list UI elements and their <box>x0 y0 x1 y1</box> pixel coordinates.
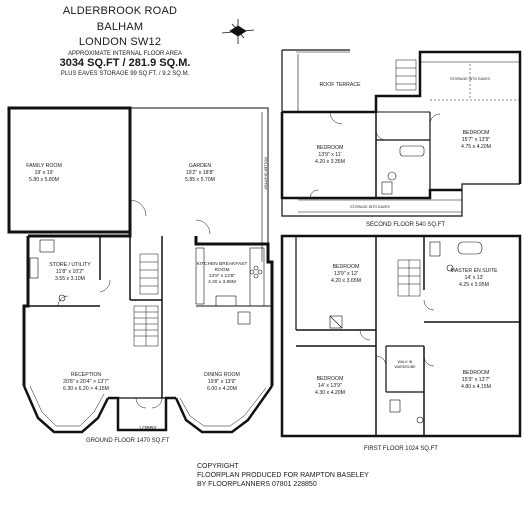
second-floor-plan <box>280 49 522 217</box>
room-family-imperial: 19' x 19' <box>34 170 54 176</box>
address-city: LONDON SW12 <box>78 36 162 48</box>
room-kitchen-metric: 4.20 x 3.85M <box>208 280 236 285</box>
room-first-bed-br-metric: 4.80 x 4.15M <box>461 384 491 390</box>
room-garden-name: GARDEN <box>188 163 212 169</box>
room-second-bed-left-name: BEDROOM <box>316 145 344 151</box>
room-second-bed-left-imperial: 13'9" x 11' <box>318 152 342 158</box>
room-store: STORE / UTILITY 11'8" x 10'2" 3.55 x 3.1… <box>49 262 90 283</box>
room-first-bed-top-metric: 4.20 x 3.65M <box>331 278 361 284</box>
room-family-name: FAMILY ROOM <box>26 163 62 169</box>
room-store-imperial: 11'8" x 10'2" <box>55 269 85 275</box>
room-reception-metric: 6.30 x 6.20 > 4.15M <box>63 386 109 392</box>
room-first-bed-bl-imperial: 14' x 13'9" <box>318 383 342 389</box>
room-first-bed-br: BEDROOM 15'9" x 13'7" 4.80 x 4.15M <box>461 370 491 391</box>
room-first-bed-top-imperial: 13'9" x 12' <box>334 271 358 277</box>
address-area: BALHAM <box>96 21 144 33</box>
storage-eaves-bottom: STORAGE INTO EAVES <box>350 205 390 209</box>
room-reception: RECEPTION 20'8" x 20'4" > 13'7" 6.30 x 6… <box>63 372 109 393</box>
second-floor-caption: SECOND FLOOR 540 SQ.FT <box>366 222 446 228</box>
north-arrow-icon <box>221 19 255 44</box>
room-first-wardrobe: WALK IN WARDROBE <box>394 360 416 369</box>
room-first-bed-bl-name: BEDROOM <box>316 376 344 382</box>
room-dining: DINING ROOM 19'8" x 13'9" 6.00 x 4.20M <box>204 372 240 393</box>
room-first-master: MASTER EN SUITE 14' x 13' 4.25 x 3.95M <box>451 268 498 289</box>
room-dining-imperial: 19'8" x 13'9" <box>207 379 237 385</box>
room-second-bed-right-metric: 4.75 x 4.20M <box>461 144 491 150</box>
storage-eaves-top: STORAGE INTO EAVES <box>450 77 490 81</box>
room-family: FAMILY ROOM 19' x 19' 5.80 x 5.80M <box>26 163 62 184</box>
room-garden: GARDEN 19'2" x 18'8" 5.85 x 5.70M <box>185 163 215 184</box>
copyright-block: COPYRIGHT FLOORPLAN PRODUCED FOR RAMPTON… <box>197 462 369 489</box>
room-kitchen-imperial: 13'9" x 12'8" <box>208 274 236 279</box>
address-street: ALDERBROOK ROAD <box>62 5 178 17</box>
room-first-master-imperial: 14' x 13' <box>464 275 484 281</box>
room-family-metric: 5.80 x 5.80M <box>29 177 59 183</box>
first-floor-caption: FIRST FLOOR 1024 SQ.FT <box>364 446 438 452</box>
ground-floor-caption: GROUND FLOOR 1470 SQ.FT <box>86 438 170 444</box>
room-store-name: STORE / UTILITY <box>49 262 91 268</box>
room-kitchen-name: KITCHEN BREAKFAST ROOM <box>196 262 248 273</box>
copyright-line2: FLOORPLAN PRODUCED FOR RAMPTON BASELEY <box>197 472 369 479</box>
room-first-bed-br-imperial: 15'9" x 13'7" <box>461 377 491 383</box>
room-first-bed-top: BEDROOM 13'9" x 12' 4.20 x 3.65M <box>331 264 361 285</box>
room-garden-imperial: 19'2" x 18'8" <box>185 170 215 176</box>
eaves-note: PLUS EAVES STORAGE 99 SQ.FT. / 9.2 SQ.M. <box>60 71 190 77</box>
total-area: 3034 SQ.FT / 281.9 SQ.M. <box>59 57 191 69</box>
first-floor-plan <box>280 234 522 438</box>
room-dining-name: DINING ROOM <box>204 372 240 378</box>
room-garden-metric: 5.85 x 5.70M <box>185 177 215 183</box>
approx-area-label: APPROXIMATE INTERNAL FLOOR AREA <box>67 51 183 57</box>
room-first-master-name: MASTER EN SUITE <box>450 268 498 274</box>
room-second-bed-left-metric: 4.20 x 3.35M <box>315 159 345 165</box>
room-first-bed-bl-metric: 4.30 x 4.20M <box>315 390 345 396</box>
roller-shutter-label: ROLLER SHUTTER <box>263 157 268 190</box>
room-second-bed-right: BEDROOM 15'7" x 13'9" 4.75 x 4.20M <box>461 130 491 151</box>
room-kitchen: KITCHEN BREAKFAST ROOM 13'9" x 12'8" 4.2… <box>194 262 250 286</box>
room-dining-metric: 6.00 x 4.20M <box>207 386 237 392</box>
room-second-bed-left: BEDROOM 13'9" x 11' 4.20 x 3.35M <box>315 145 345 166</box>
room-first-bed-bl: BEDROOM 14' x 13'9" 4.30 x 4.20M <box>315 376 345 397</box>
copyright-line1: COPYRIGHT <box>197 463 239 470</box>
room-reception-imperial: 20'8" x 20'4" > 13'7" <box>63 379 109 385</box>
room-second-bed-right-name: BEDROOM <box>462 130 490 136</box>
room-first-master-metric: 4.25 x 3.95M <box>458 282 489 288</box>
room-reception-name: RECEPTION <box>70 372 102 378</box>
room-first-bed-br-name: BEDROOM <box>462 370 490 376</box>
ground-floor-plan <box>7 106 274 434</box>
room-second-bed-right-imperial: 15'7" x 13'9" <box>461 137 491 143</box>
room-lobby: LOBBY <box>139 426 157 432</box>
room-first-bed-top-name: BEDROOM <box>332 264 360 270</box>
copyright-line3: BY FLOORPLANNERS 07801 228850 <box>197 481 317 488</box>
room-store-metric: 3.55 x 3.10M <box>54 276 85 282</box>
roof-terrace-label: ROOF TERRACE <box>319 82 361 88</box>
